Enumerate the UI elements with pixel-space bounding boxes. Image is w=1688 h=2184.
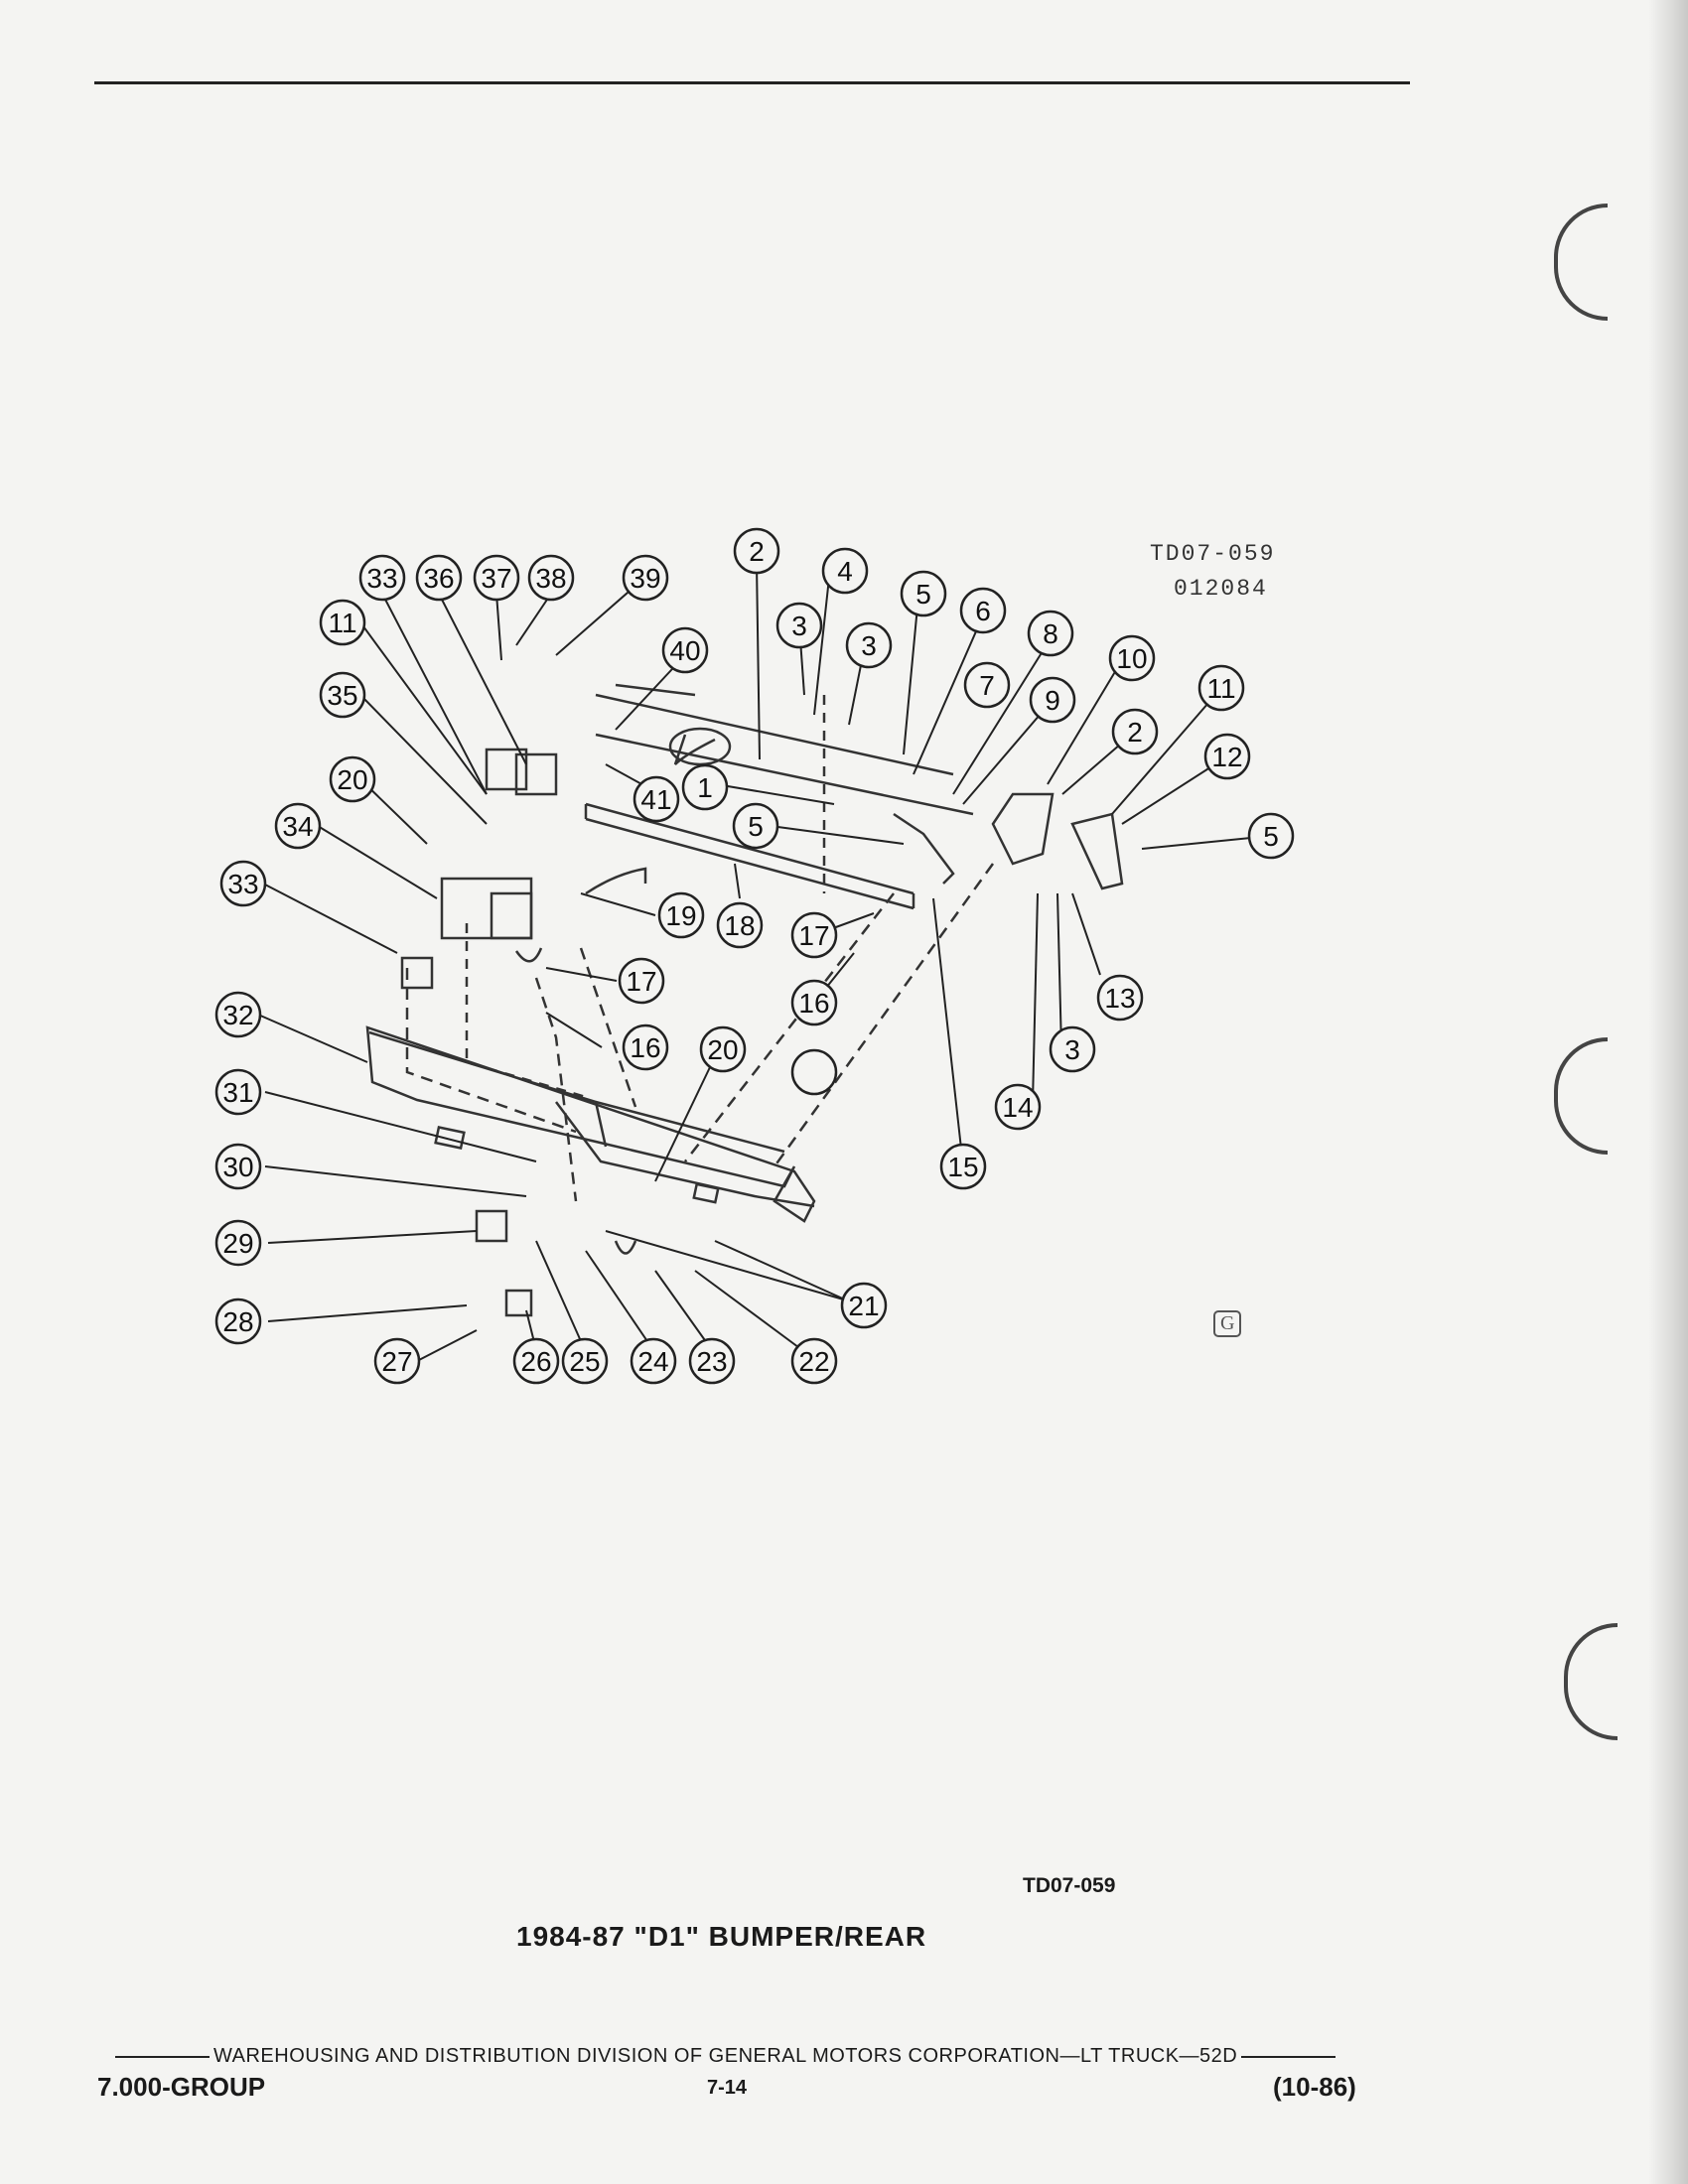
figure-title: 1984-87 "D1" BUMPER/REAR xyxy=(516,1921,927,1952)
binder-hole-bottom xyxy=(1564,1623,1618,1740)
callout-20b: 20 xyxy=(707,1034,738,1065)
callout-26: 26 xyxy=(520,1346,551,1377)
callout-30: 30 xyxy=(222,1152,253,1182)
callout-18: 18 xyxy=(724,910,755,941)
callout-5: 5 xyxy=(915,579,931,610)
callout-37: 37 xyxy=(481,563,511,594)
callout-19: 19 xyxy=(665,900,696,931)
callout-24: 24 xyxy=(637,1346,668,1377)
callout-34: 34 xyxy=(282,811,313,842)
callout-25: 25 xyxy=(569,1346,600,1377)
callout-2: 2 xyxy=(749,536,765,567)
callout-labels: 33 36 37 38 39 11 35 20 34 33 40 2 4 3 3… xyxy=(222,536,1278,1377)
callout-leaders xyxy=(257,562,1272,1362)
callout-12: 12 xyxy=(1211,742,1242,772)
footer-dash-left xyxy=(115,2055,210,2058)
callout-7: 7 xyxy=(979,670,995,701)
publisher-footer: WAREHOUSING AND DISTRIBUTION DIVISION OF… xyxy=(111,2045,1339,2068)
page-number: 7-14 xyxy=(707,2077,748,2099)
callout-13: 13 xyxy=(1104,983,1135,1014)
callout-5c: 5 xyxy=(748,811,764,842)
callout-17: 17 xyxy=(798,920,829,951)
callout-16b: 16 xyxy=(630,1032,660,1063)
callout-38: 38 xyxy=(535,563,566,594)
diagram-code: TD07-059 xyxy=(1150,541,1276,567)
callout-2b: 2 xyxy=(1127,717,1143,748)
exploded-parts-diagram: 33 36 37 38 39 11 35 20 34 33 40 2 4 3 3… xyxy=(214,527,1295,1385)
callout-6: 6 xyxy=(975,596,991,626)
group-number: 7.000-GROUP xyxy=(97,2072,266,2102)
callout-27: 27 xyxy=(381,1346,412,1377)
callout-41: 41 xyxy=(640,784,671,815)
callout-33: 33 xyxy=(366,563,397,594)
callout-22: 22 xyxy=(798,1346,829,1377)
footer-dash-right xyxy=(1241,2055,1336,2058)
callout-5b: 5 xyxy=(1263,821,1279,852)
diagram-artwork xyxy=(365,683,1124,1317)
callout-31: 31 xyxy=(222,1077,253,1108)
callout-14: 14 xyxy=(1002,1092,1033,1123)
callout-21: 21 xyxy=(848,1291,879,1321)
page-edge-shadow xyxy=(1648,0,1688,2184)
callout-16: 16 xyxy=(798,988,829,1019)
gm-logo-mark: G xyxy=(1213,1310,1242,1337)
callout-35: 35 xyxy=(327,680,357,711)
callout-11: 11 xyxy=(328,608,356,638)
revision-date: (10-86) xyxy=(1273,2072,1356,2102)
callout-28: 28 xyxy=(222,1306,253,1337)
callout-32: 32 xyxy=(222,1000,253,1030)
callout-15: 15 xyxy=(947,1152,978,1182)
callout-33b: 33 xyxy=(227,869,258,899)
callout-3: 3 xyxy=(791,611,807,641)
callout-1: 1 xyxy=(697,772,713,803)
callout-9: 9 xyxy=(1045,685,1060,716)
callout-4: 4 xyxy=(837,556,853,587)
callout-23: 23 xyxy=(696,1346,727,1377)
callout-11b: 11 xyxy=(1206,673,1235,704)
figure-reference: TD07-059 xyxy=(1023,1874,1116,1897)
diagram-date-code: 012084 xyxy=(1174,576,1268,602)
callout-39: 39 xyxy=(630,563,660,594)
header-rule xyxy=(94,81,1410,84)
callout-circles xyxy=(214,527,1295,1385)
callout-3c: 3 xyxy=(1064,1034,1080,1065)
callout-8: 8 xyxy=(1043,618,1058,649)
callout-3b: 3 xyxy=(861,630,877,661)
callout-36: 36 xyxy=(423,563,454,594)
callout-29: 29 xyxy=(222,1228,253,1259)
callout-20: 20 xyxy=(337,764,367,795)
callout-10: 10 xyxy=(1116,643,1147,674)
callout-40: 40 xyxy=(669,635,700,666)
callout-17b: 17 xyxy=(626,966,656,997)
publisher-text: WAREHOUSING AND DISTRIBUTION DIVISION OF… xyxy=(213,2045,1238,2067)
